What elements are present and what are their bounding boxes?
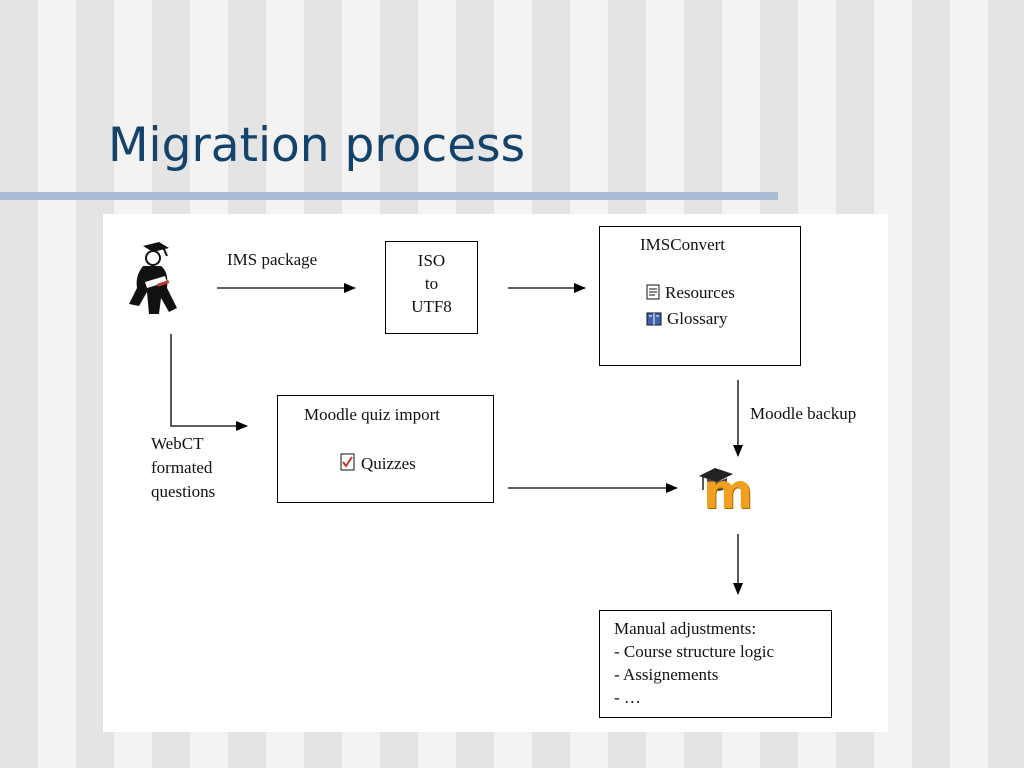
resources-item: Resources xyxy=(646,281,735,305)
arrow-person-to-quiz xyxy=(170,334,248,431)
quizzes-label: Quizzes xyxy=(361,454,416,473)
glossary-item: Glossary xyxy=(646,307,727,331)
moodle-quiz-import-box: Moodle quiz import Quizzes xyxy=(277,395,494,503)
quizzes-item: Quizzes xyxy=(340,452,416,476)
imsconvert-box: IMSConvert Resources Glossary xyxy=(599,226,801,366)
imsconvert-title: IMSConvert xyxy=(640,235,725,254)
title-divider xyxy=(0,192,778,200)
quiz-check-icon xyxy=(340,453,355,471)
quiz-import-title: Moodle quiz import xyxy=(304,405,440,424)
webct-line-3: questions xyxy=(151,482,216,501)
glossary-label: Glossary xyxy=(667,309,728,328)
manual-line-3: - Assignements xyxy=(614,665,719,684)
iso-to-utf8-box: ISO to UTF8 xyxy=(385,241,478,334)
moodle-logo: m xyxy=(703,464,754,520)
iso-line-2: to xyxy=(424,274,439,293)
edge-label-moodle-backup: Moodle backup xyxy=(750,404,857,423)
slide-title: Migration process xyxy=(108,118,526,173)
edge-label-webct-questions: WebCT formated questions xyxy=(151,432,215,504)
moodle-cap-icon xyxy=(699,468,733,491)
document-icon xyxy=(646,284,660,300)
webct-line-2: formated xyxy=(151,458,213,477)
manual-line-4: - … xyxy=(614,688,641,707)
iso-line-3: UTF8 xyxy=(411,297,452,316)
connectors xyxy=(129,242,743,595)
webct-line-1: WebCT xyxy=(151,434,204,453)
book-icon xyxy=(646,312,662,326)
manual-adjustments-box: Manual adjustments: - Course structure l… xyxy=(599,610,832,718)
resources-label: Resources xyxy=(665,283,735,302)
diagram-panel: IMS package ISO to UTF8 IMSConvert Resou… xyxy=(103,214,888,732)
manual-line-1: Manual adjustments: xyxy=(614,619,757,638)
manual-line-2: - Course structure logic xyxy=(614,642,775,661)
graduate-icon xyxy=(129,242,177,314)
edge-label-ims-package: IMS package xyxy=(227,250,318,269)
iso-line-1: ISO xyxy=(417,251,446,270)
